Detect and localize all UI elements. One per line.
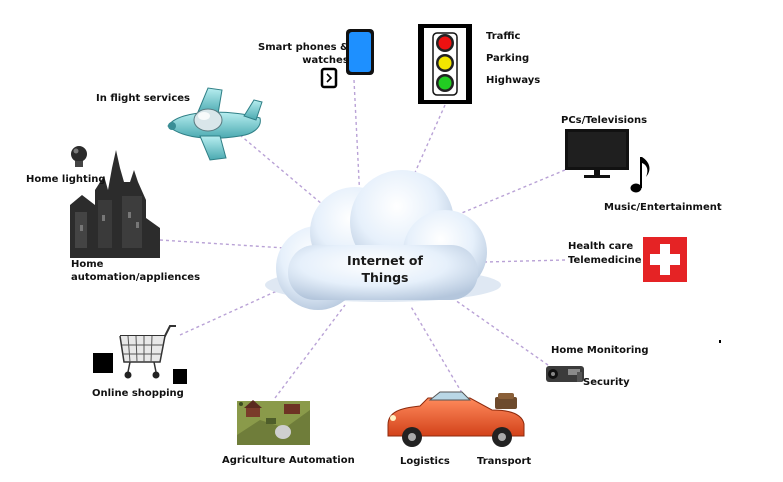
monitor-icon bbox=[565, 129, 629, 178]
shopping-cart-icon bbox=[93, 325, 187, 384]
label-traffic: Traffic bbox=[486, 31, 521, 42]
label-transport: Transport bbox=[477, 456, 532, 467]
connector-home-automation bbox=[159, 239, 286, 249]
label-online-shopping: Online shopping bbox=[92, 388, 184, 399]
label-security: Security bbox=[583, 377, 630, 388]
farm-icon bbox=[237, 400, 310, 445]
label-health-care: Health care bbox=[568, 241, 634, 252]
connector-traffic bbox=[404, 104, 446, 196]
smartphone-icon bbox=[346, 29, 374, 75]
cloud-shape bbox=[265, 170, 501, 310]
label-in-flight: In flight services bbox=[96, 93, 190, 104]
connector-agriculture bbox=[274, 304, 346, 399]
connector-online-shopping bbox=[179, 284, 291, 336]
light-bulb-icon bbox=[71, 146, 87, 167]
security-camera-icon bbox=[546, 366, 584, 382]
label-music: Music/Entertainment bbox=[604, 202, 722, 213]
connector-lines bbox=[159, 79, 566, 399]
label-home-monitoring: Home Monitoring bbox=[551, 345, 649, 356]
label-home-automation: Home automation/appliences bbox=[71, 259, 201, 283]
car-icon bbox=[387, 391, 525, 447]
label-home-lighting: Home lighting bbox=[26, 174, 106, 185]
airplane-icon bbox=[167, 87, 263, 161]
connector-in-flight bbox=[239, 134, 336, 216]
castle-icon bbox=[70, 150, 160, 258]
music-note-icon bbox=[630, 157, 650, 193]
label-highways: Highways bbox=[486, 75, 541, 86]
label-pcs-tv: PCs/Televisions bbox=[561, 115, 648, 126]
label-logistics: Logistics bbox=[400, 456, 450, 467]
medical-cross-icon bbox=[643, 237, 687, 282]
connector-smart-phones bbox=[353, 79, 361, 201]
label-parking: Parking bbox=[486, 53, 530, 64]
traffic-light-icon bbox=[418, 24, 472, 104]
connector-pcs bbox=[444, 169, 566, 221]
connector-transport bbox=[409, 304, 466, 399]
label-telemedicine: Telemedicine bbox=[568, 255, 642, 266]
center-title-line1: Internet of bbox=[347, 253, 423, 268]
connector-home-monitoring bbox=[454, 299, 549, 366]
center-title: Internet of Things bbox=[330, 252, 440, 286]
center-title-line2: Things bbox=[361, 270, 409, 285]
connector-health bbox=[484, 259, 566, 263]
watch-icon bbox=[320, 67, 338, 89]
label-smart-phones: Smart phones & watches bbox=[258, 42, 349, 66]
decorative-dot bbox=[719, 340, 721, 343]
label-agriculture: Agriculture Automation bbox=[222, 455, 355, 466]
